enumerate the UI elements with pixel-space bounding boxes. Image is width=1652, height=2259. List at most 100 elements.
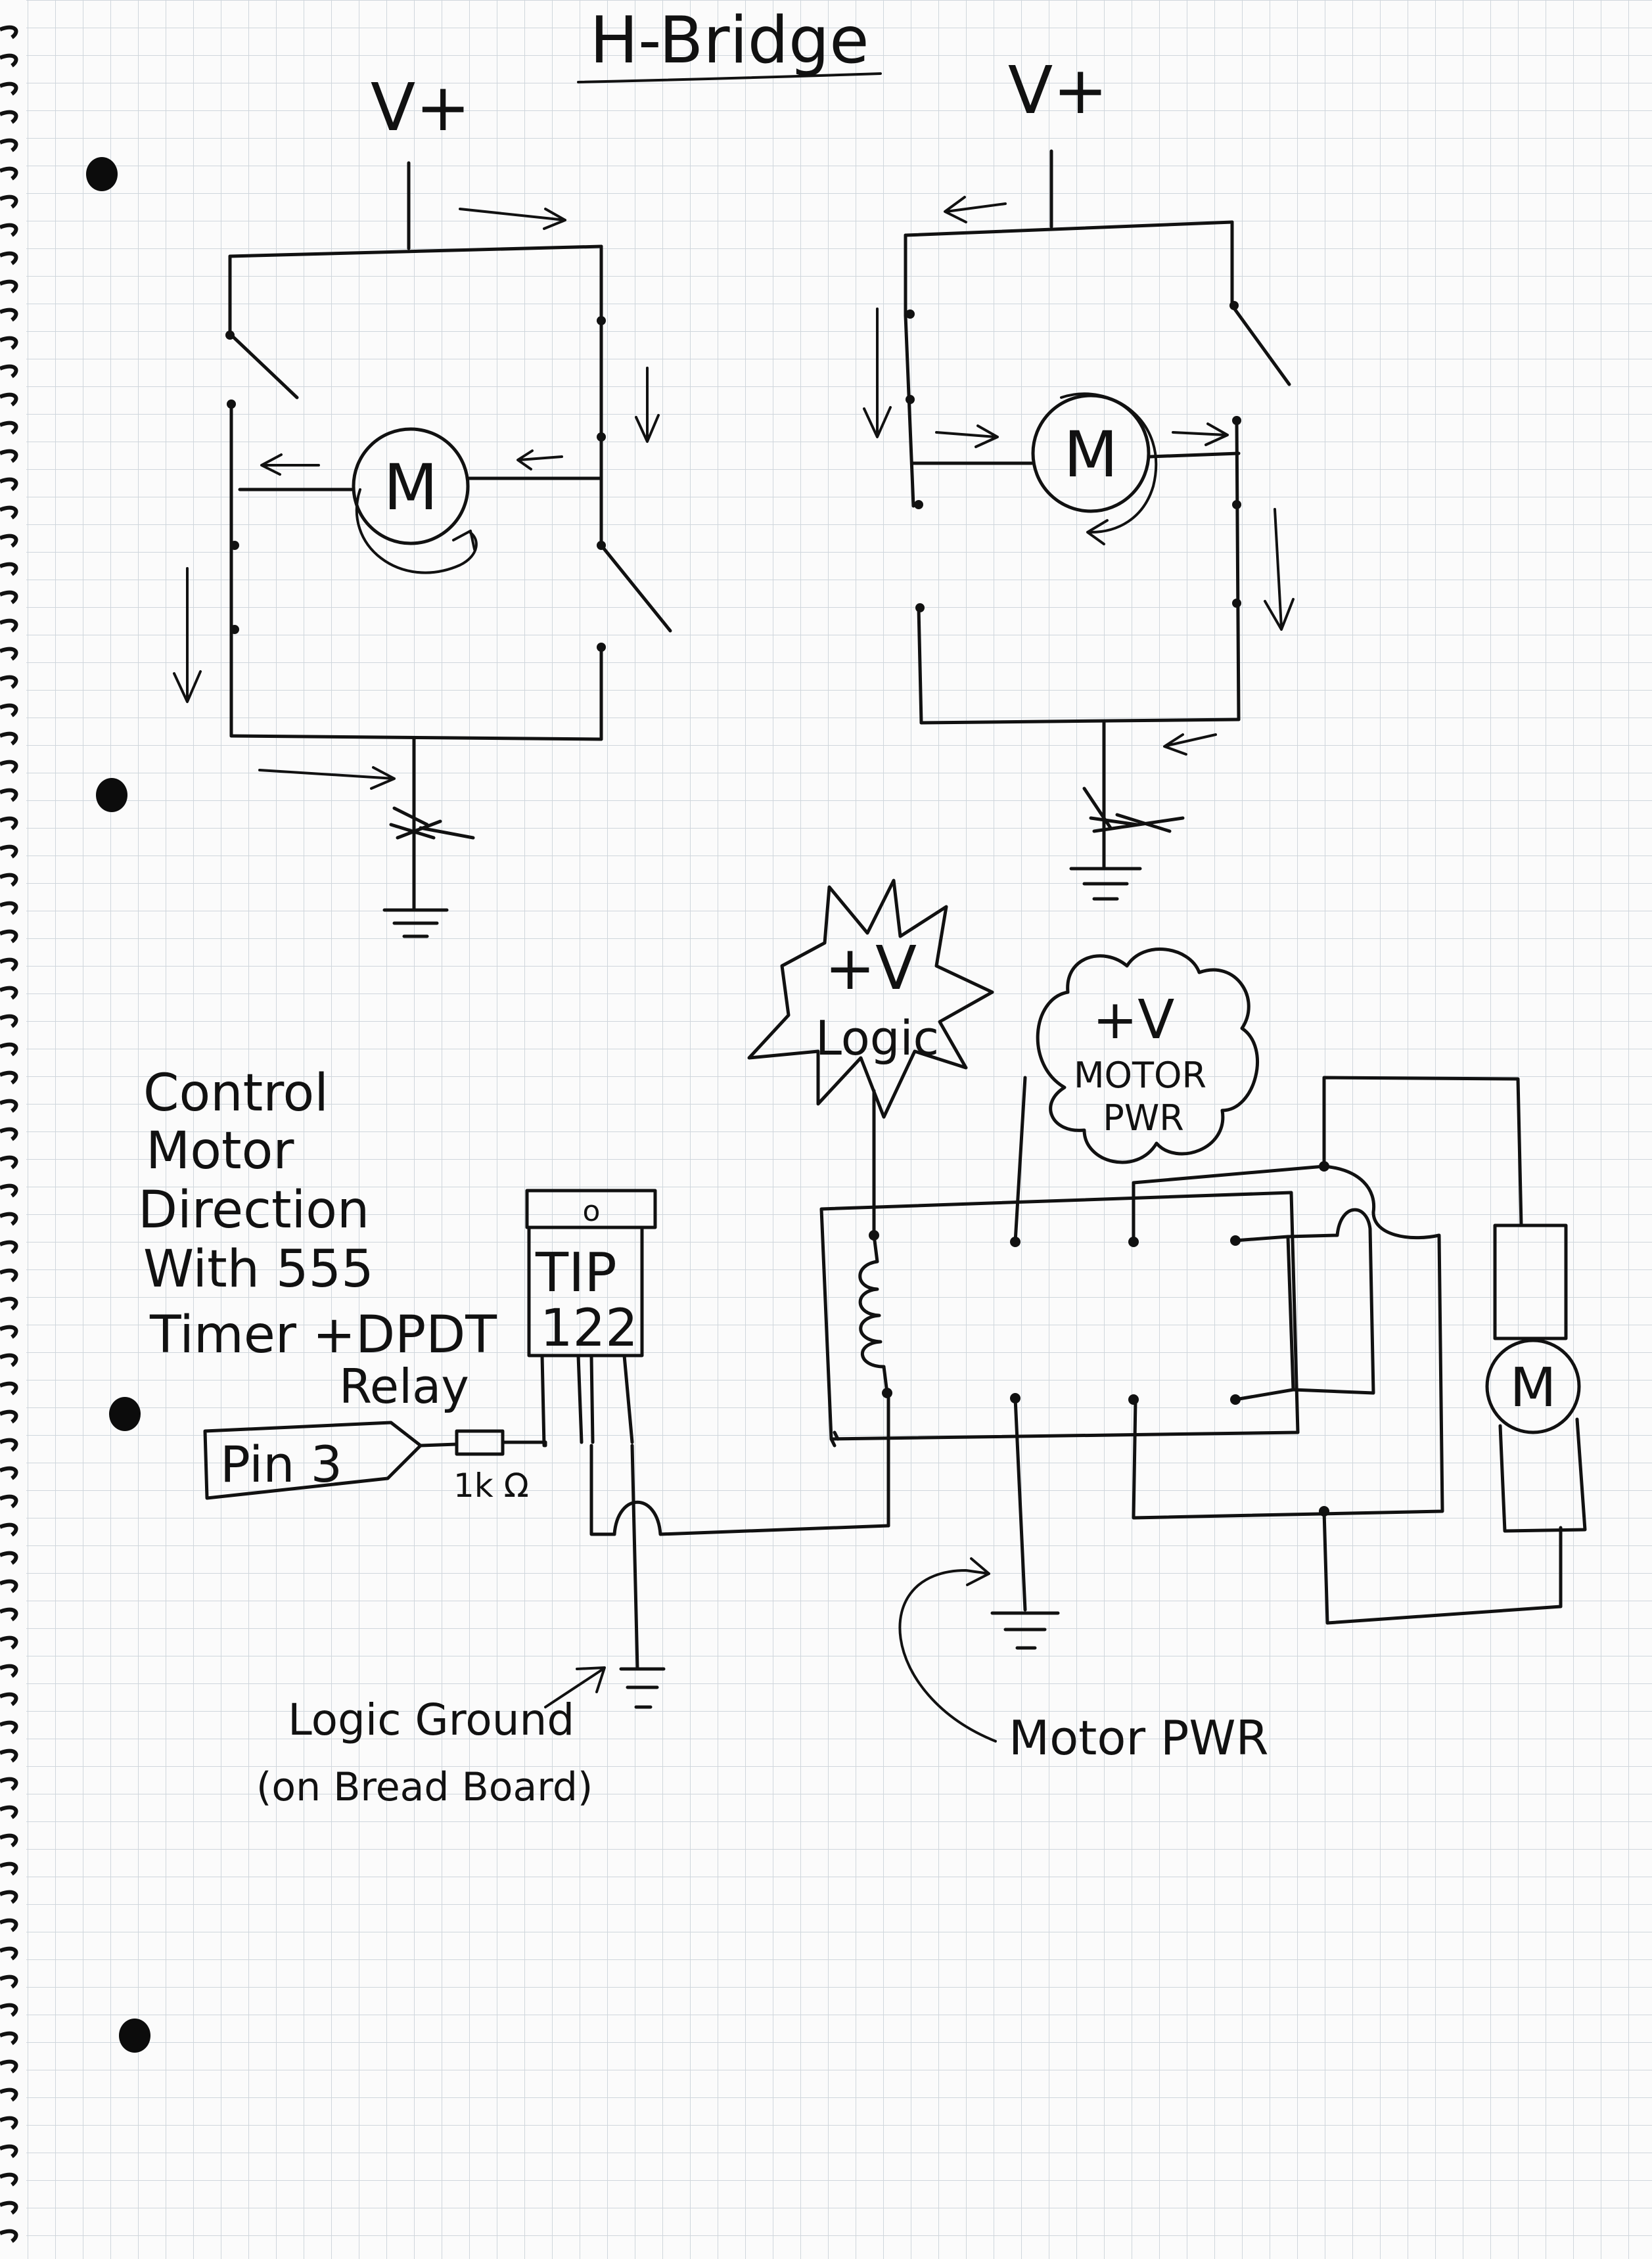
motor-symbol [1031, 394, 1151, 513]
supply-label: V+ [1008, 52, 1108, 129]
punch-holes [86, 157, 150, 2053]
punch-hole [109, 1397, 141, 1431]
spiral-ring [0, 25, 18, 39]
spiral-ring [0, 816, 18, 831]
switch-contacts [225, 316, 606, 652]
spiral-ring [0, 562, 18, 576]
spiral-ring [0, 901, 18, 915]
spiral-ring [0, 251, 18, 265]
spiral-ring [0, 2059, 18, 2074]
spiral-ring [0, 449, 18, 463]
motor-supply-label: MOTOR [1074, 1055, 1206, 1096]
spiral-ring [0, 1777, 18, 1791]
spiral-ring [0, 1579, 18, 1593]
spiral-ring [0, 2144, 18, 2158]
transistor-label: TIP [535, 1242, 617, 1304]
tip122-transistor: o TIP 122 [525, 1189, 657, 1448]
spiral-ring [0, 1551, 18, 1565]
motor-label: M [1064, 418, 1118, 491]
motor-label: M [384, 451, 438, 524]
spiral-ring [0, 1805, 18, 1819]
spiral-ring [0, 477, 18, 491]
spiral-ring [0, 957, 18, 972]
spiral-ring [0, 703, 18, 718]
spiral-ring [0, 1070, 18, 1085]
spiral-ring [0, 166, 18, 181]
pointer-arrow [544, 1666, 606, 1708]
logic-ground-line1: Logic Ground [288, 1695, 574, 1745]
spiral-ring [0, 505, 18, 520]
spiral-ring [0, 1692, 18, 1706]
spiral-ring [0, 760, 18, 774]
motor-pwr-text: Motor PWR [1009, 1710, 1269, 1766]
heading-line: Motor [146, 1122, 294, 1181]
spiral-ring [0, 731, 18, 746]
punch-hole [96, 778, 127, 812]
spiral-ring [0, 223, 18, 237]
spiral-ring [0, 1014, 18, 1028]
spiral-ring [0, 1748, 18, 1763]
cloud-outline [1036, 947, 1259, 1164]
spiral-ring [0, 53, 18, 68]
transistor-body [527, 1225, 644, 1358]
heading-line: With 555 [143, 1240, 374, 1299]
heading-line: Direction [138, 1181, 369, 1240]
spiral-ring [0, 1353, 18, 1367]
relay-motor: M [1485, 1223, 1587, 1533]
title-underline [577, 72, 882, 83]
spiral-ring [0, 1522, 18, 1537]
resistor-label: 1k Ω [453, 1467, 529, 1505]
spiral-ring [0, 138, 18, 152]
graph-grid [26, 0, 1652, 2259]
spiral-ring [0, 844, 18, 859]
supply-label: V+ [371, 69, 470, 146]
motor-pwr-label: Motor PWR [898, 1557, 1269, 1766]
title: H-Bridge [577, 3, 882, 83]
motor-housing-bottom [1498, 1417, 1587, 1533]
motor-right: M [1031, 392, 1158, 545]
punch-hole [86, 157, 118, 191]
logic-ground-line2: (on Bread Board) [256, 1764, 593, 1810]
tab-hole: o [583, 1195, 601, 1228]
spiral-ring [0, 1042, 18, 1057]
spiral-ring [0, 1183, 18, 1198]
logic-wiring [589, 1391, 890, 1709]
spiral-ring [0, 788, 18, 802]
spiral-ring [0, 1212, 18, 1226]
spiral-binding [0, 25, 18, 2243]
motor-housing-top [1493, 1223, 1568, 1340]
spiral-ring [0, 1268, 18, 1283]
punch-hole [119, 2019, 150, 2053]
spiral-ring [0, 1409, 18, 1424]
spiral-ring [0, 110, 18, 124]
spiral-ring [0, 2003, 18, 2017]
spiral-ring [0, 1127, 18, 1141]
wiring [904, 149, 1291, 901]
rotation-arrow [1060, 392, 1158, 534]
switch-contacts [906, 301, 1241, 612]
spiral-ring [0, 421, 18, 435]
relay-circuit: Control Motor Direction With 555 Timer +… [138, 879, 1587, 1810]
h-bridge-right: V+ M [863, 52, 1295, 901]
burst-outline [747, 879, 994, 1119]
spiral-ring [0, 647, 18, 661]
spiral-ring [0, 1861, 18, 1876]
motor-wiring [829, 1076, 1563, 1650]
pin-tag-outline [203, 1421, 423, 1500]
rotation-arrow [355, 488, 478, 574]
spiral-ring [0, 2088, 18, 2102]
motor-symbol [1485, 1338, 1581, 1434]
spiral-ring [0, 1296, 18, 1311]
motor-supply-label: PWR [1103, 1097, 1183, 1139]
spiral-ring [0, 392, 18, 407]
spiral-ring [0, 1155, 18, 1170]
spiral-ring [0, 1918, 18, 1932]
logic-supply-label: +V [825, 933, 917, 1003]
resistor-1k: 1k Ω [419, 1429, 547, 1505]
page-title: H-Bridge [589, 3, 869, 78]
spiral-ring [0, 2116, 18, 2130]
spiral-ring [0, 1890, 18, 1904]
spiral-ring [0, 1494, 18, 1509]
logic-supply-label: Logic [815, 1011, 939, 1066]
